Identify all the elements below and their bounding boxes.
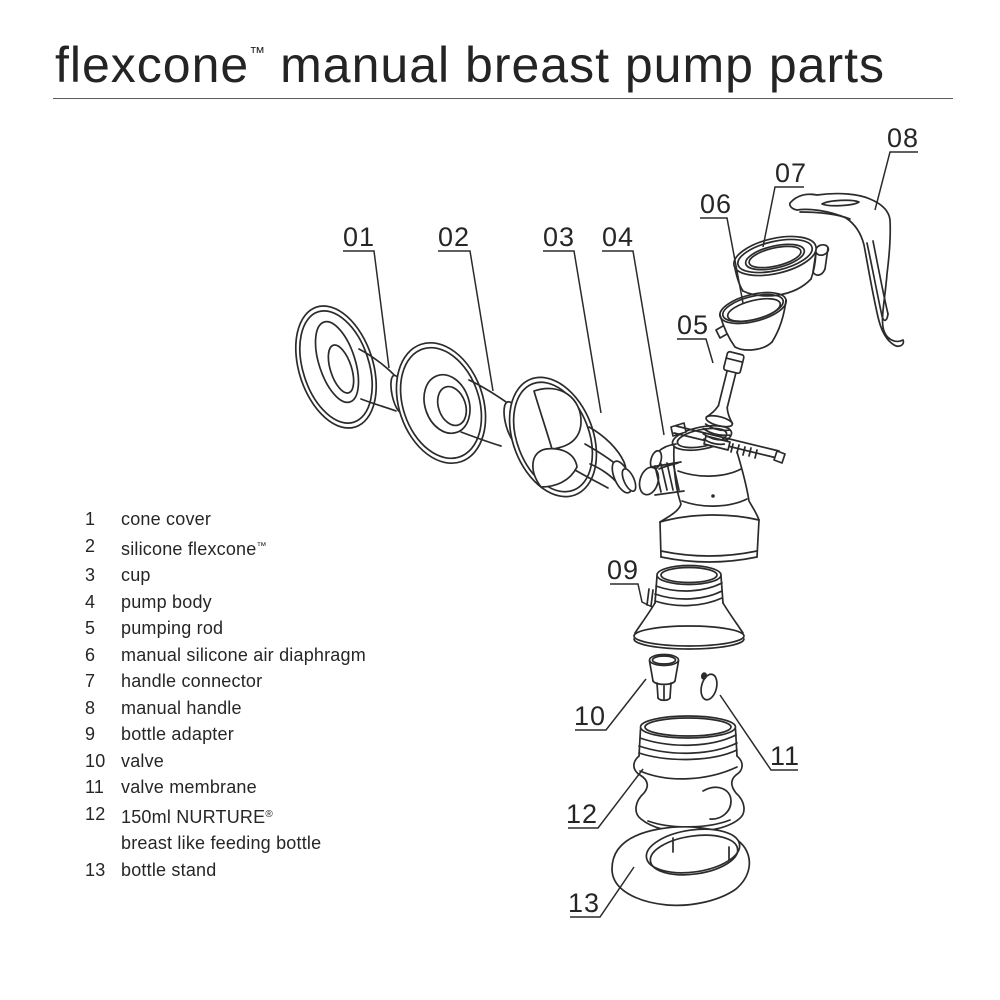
leader-04 [602,250,665,436]
part-label: manual silicone air diaphragm [121,644,366,665]
parts-list-item: 8 manual handle [85,695,366,722]
part-label: cone cover [121,509,212,529]
part-number: 7 [85,671,96,691]
title-rest: manual breast pump parts [280,37,885,93]
parts-list-item: 5 pumping rod [85,615,366,642]
callout-label-12: 12 [566,799,598,829]
callout-label-07: 07 [775,158,807,188]
part-feeding-bottle [633,715,745,833]
callout-label-11: 11 [770,741,800,771]
part-cone-cover [294,305,406,429]
callout-label-02: 02 [438,222,470,252]
part-label: bottle adapter [121,724,234,744]
parts-list-item: 3 cup [85,562,366,589]
part-bottle-stand [611,826,751,907]
parts-list: 1 cone cover 2 silicone flexcone™ 3 cup 4 pump … [85,506,366,883]
part-number: 8 [85,697,96,718]
title-trademark: ™ [249,45,266,62]
leader-lines [343,151,918,918]
leader-07 [762,186,804,248]
parts-list-item: 1 cone cover [85,506,366,533]
part-number: 9 [85,724,96,744]
trademark-symbol: ™ [256,540,267,552]
callout-label-03: 03 [543,222,575,252]
part-pumping-rod [702,350,745,446]
leader-13 [570,866,635,918]
part-number: 2 [85,535,96,556]
callout-label-06: 06 [700,189,732,219]
part-label: manual handle [121,697,242,718]
parts-list-item: 7 handle connector [85,668,366,695]
part-number: 6 [85,644,96,665]
part-number: 5 [85,618,96,638]
parts-list-item: 11 valve membrane [85,774,366,801]
parts-list-item: 6 manual silicone air diaphragm [85,642,366,669]
part-number: 1 [85,509,96,529]
part-label: 150ml NURTURE®breast like feeding bottle [121,801,321,857]
part-number: 10 [85,750,106,771]
part-valve [648,653,680,702]
part-number: 3 [85,565,96,585]
parts-list-item: 4 pump body [85,589,366,616]
part-number: 13 [85,859,106,880]
part-cup [508,376,637,498]
trademark-symbol: ® [265,808,273,820]
part-label: valve membrane [121,777,257,797]
page-title: flexcone™ manual breast pump parts [55,38,885,93]
leader-03 [543,250,602,414]
title-underline [53,98,953,99]
title-brand: flexcone [55,37,250,93]
parts-list-item: 9 bottle adapter [85,721,366,748]
part-label: pumping rod [121,618,224,638]
part-label-line2: breast like feeding bottle [121,833,322,853]
part-bottle-adapter [633,564,745,650]
callout-label-13: 13 [568,888,600,918]
leader-05 [677,338,714,364]
part-label: cup [121,565,151,585]
leader-11 [719,694,798,771]
callout-label-05: 05 [677,310,709,340]
callout-label-04: 04 [602,222,634,252]
part-valve-membrane [700,672,718,701]
part-manual-handle [788,192,905,348]
part-silicone-flexcone [395,341,538,465]
part-label: handle connector [121,671,263,691]
parts-list-item: 13 bottle stand [85,857,366,884]
part-label: pump body [121,591,212,612]
leader-01 [343,250,390,369]
callout-label-09: 09 [607,555,639,585]
leader-10 [575,678,647,731]
leader-08 [874,151,918,211]
part-number: 11 [85,777,105,797]
part-air-diaphragm [715,291,788,351]
part-label: valve [121,750,165,771]
part-number: 12 [85,803,106,824]
callout-label-10: 10 [574,701,606,731]
callout-label-08: 08 [887,123,919,153]
leader-06 [700,217,744,304]
parts-list-item: 2 silicone flexcone™ [85,533,366,563]
leader-12 [568,768,644,829]
callout-labels: 01 02 03 04 05 06 07 08 09 10 11 12 13 [343,123,919,918]
part-label: silicone flexcone™ [121,538,267,559]
parts-list-item: 10 valve [85,748,366,775]
part-number: 4 [85,591,96,612]
leader-02 [438,250,494,392]
leader-09 [610,583,653,608]
callout-label-01: 01 [343,222,375,252]
part-label: bottle stand [121,859,217,880]
part-handle-connector [733,235,830,297]
